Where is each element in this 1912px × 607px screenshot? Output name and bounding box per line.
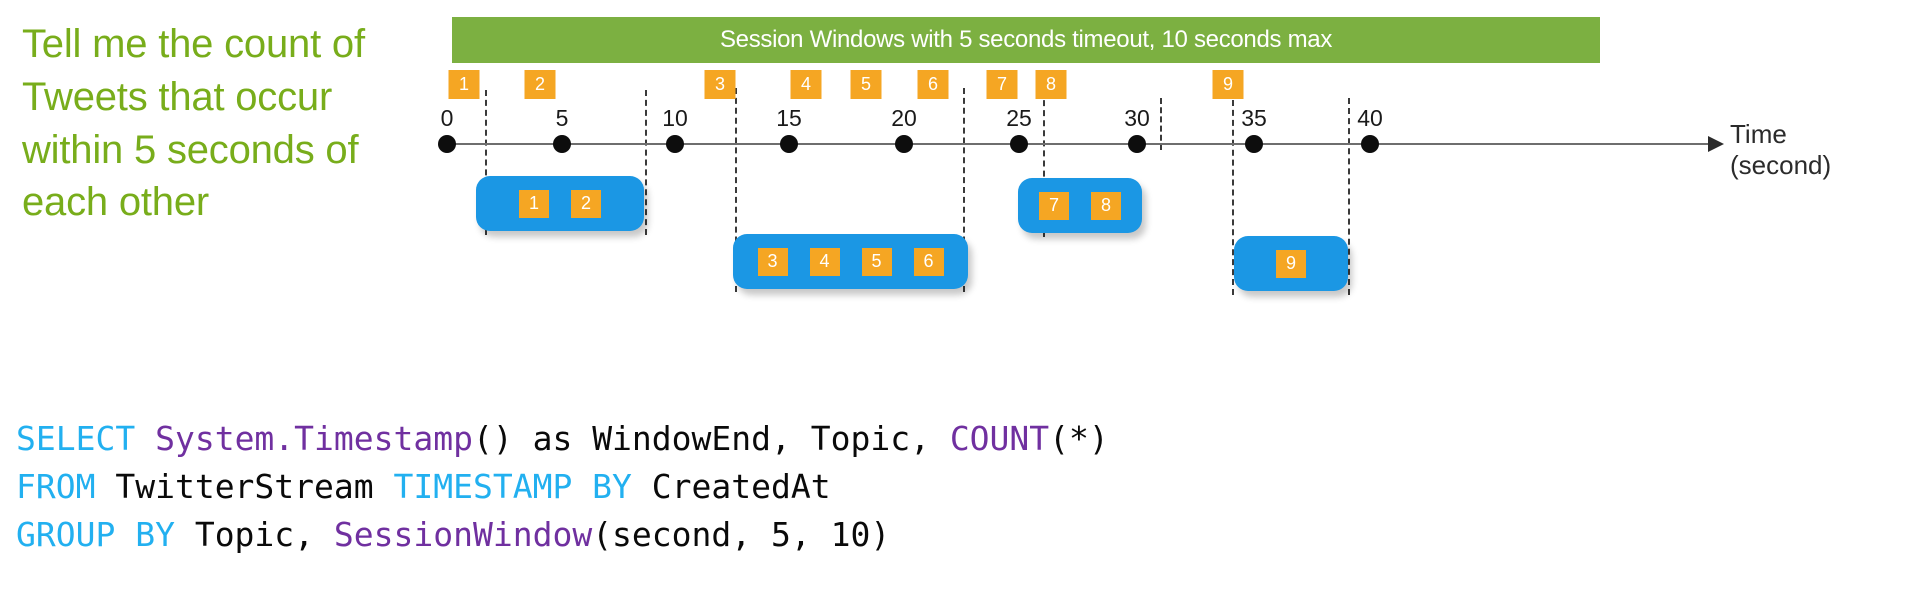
axis-tick-label-5: 5 [555, 105, 569, 131]
sql-token: FROM [16, 467, 96, 506]
session-event-badge-2: 2 [571, 189, 601, 218]
axis-tick-label-35: 35 [1241, 105, 1267, 131]
diagram-title-banner: Session Windows with 5 seconds timeout, … [452, 17, 1600, 63]
session-event-badge-7: 7 [1039, 191, 1069, 220]
diagram-title-label: Session Windows with 5 seconds timeout, … [719, 26, 1333, 53]
event-badge-8: 8 [1035, 70, 1067, 99]
sql-token: () as WindowEnd, Topic, [472, 419, 950, 458]
sql-token: Topic, [174, 515, 334, 554]
axis-event-dot [438, 135, 456, 153]
time-axis-line [447, 143, 1714, 145]
axis-event-dot [666, 135, 684, 153]
sql-token: SELECT [16, 419, 136, 458]
sql-line-2: FROM TwitterStream TIMESTAMP BY CreatedA… [16, 463, 1109, 511]
axis-tick-label-15: 15 [776, 105, 802, 131]
event-badge-3: 3 [704, 70, 736, 99]
session-event-badge-8: 8 [1091, 191, 1121, 220]
time-axis-caption-line1: Time [1730, 119, 1787, 149]
session-window-diagram: Session Windows with 5 seconds timeout, … [438, 17, 1831, 295]
time-axis-caption: Time (second) [1730, 119, 1831, 180]
sql-token [135, 419, 155, 458]
session-boundary-line [735, 88, 737, 292]
sql-token: TIMESTAMP BY [393, 467, 632, 506]
event-badge-5: 5 [850, 70, 882, 99]
session-boundary-line [485, 90, 487, 235]
session-boundary-line [963, 88, 965, 292]
prompt-question-text: Tell me the count of Tweets that occur w… [22, 22, 365, 225]
session-event-badge-9: 9 [1276, 249, 1306, 278]
sql-token: SessionWindow [333, 515, 593, 554]
time-axis-caption-line2: (second) [1730, 149, 1832, 180]
axis-event-dot [1010, 135, 1028, 153]
session-window-4: 9 [1234, 236, 1348, 291]
axis-tick-label-40: 40 [1357, 105, 1383, 131]
axis-tick-label-0: 0 [440, 105, 454, 131]
event-badge-6: 6 [917, 70, 949, 99]
axis-tick-label-20: 20 [891, 105, 917, 131]
sql-token: TwitterStream [95, 467, 394, 506]
sql-token: CreatedAt [631, 467, 831, 506]
event-badge-4: 4 [790, 70, 822, 99]
sql-line-1: SELECT System.Timestamp() as WindowEnd, … [16, 415, 1109, 463]
sql-token: System.Timestamp [155, 419, 473, 458]
session-boundary-line [1160, 98, 1162, 150]
sql-query-block: SELECT System.Timestamp() as WindowEnd, … [16, 415, 1109, 559]
event-badge-1: 1 [448, 70, 480, 99]
session-event-badge-6: 6 [913, 247, 944, 276]
axis-tick-label-10: 10 [662, 105, 688, 131]
axis-event-dot [895, 135, 913, 153]
event-badge-2: 2 [524, 70, 556, 99]
axis-event-dot [1128, 135, 1146, 153]
sql-token: COUNT [949, 419, 1050, 458]
axis-event-dot [1361, 135, 1379, 153]
sql-token: (second, 5, 10) [592, 515, 891, 554]
axis-tick-label-25: 25 [1006, 105, 1032, 131]
sql-token: (*) [1049, 419, 1109, 458]
session-boundary-line [645, 90, 647, 235]
axis-event-dot [780, 135, 798, 153]
session-event-badge-4: 4 [809, 247, 840, 276]
event-badge-7: 7 [986, 70, 1018, 99]
sql-line-3: GROUP BY Topic, SessionWindow(second, 5,… [16, 511, 1109, 559]
session-event-badge-5: 5 [861, 247, 892, 276]
session-event-badge-3: 3 [757, 247, 788, 276]
session-boundary-line [1348, 98, 1350, 295]
time-axis-arrow-icon [1708, 136, 1724, 152]
session-boundary-line [1043, 90, 1045, 237]
session-event-badge-1: 1 [519, 189, 549, 218]
event-badge-9: 9 [1212, 70, 1244, 99]
axis-event-dot [553, 135, 571, 153]
axis-tick-label-30: 30 [1124, 105, 1150, 131]
axis-event-dot [1245, 135, 1263, 153]
sql-token: GROUP BY [16, 515, 175, 554]
session-boundary-line [1232, 90, 1234, 295]
